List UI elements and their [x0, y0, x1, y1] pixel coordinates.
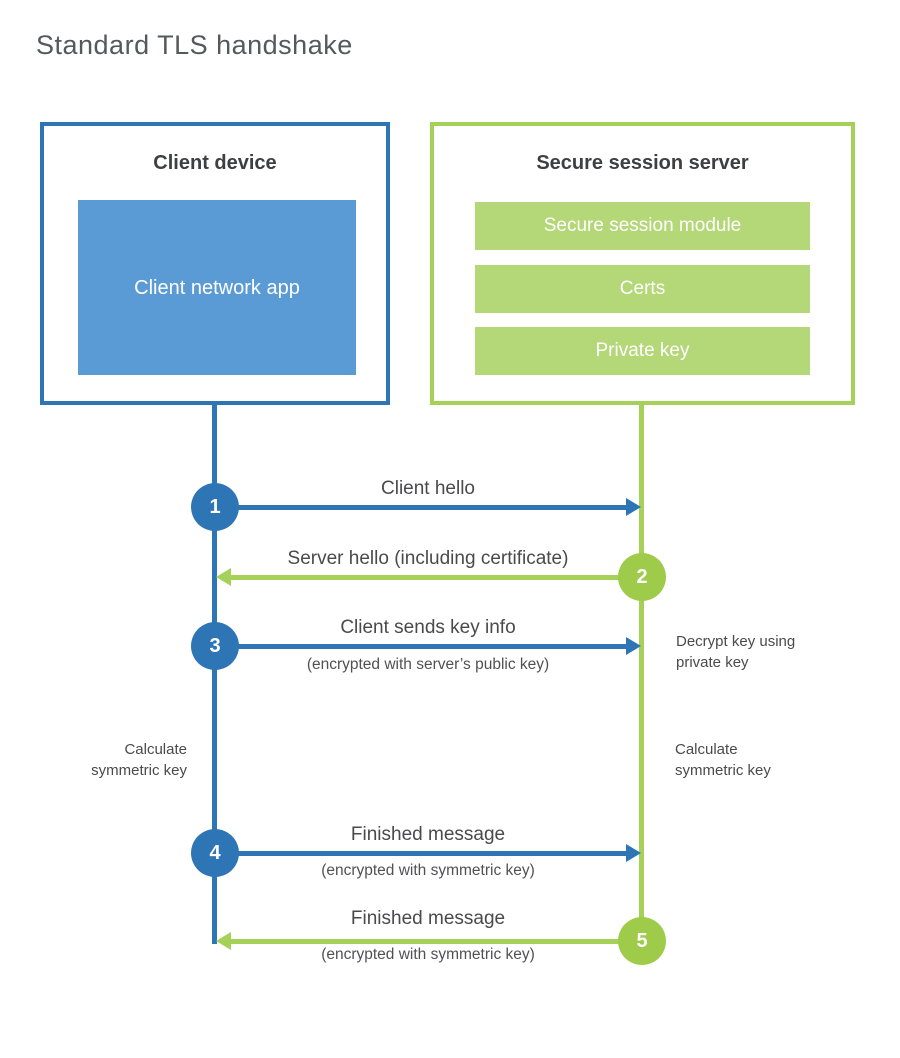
message-label: Finished message: [350, 824, 506, 845]
server-module-bar: Certs: [475, 265, 810, 313]
arrow-line: [215, 851, 627, 856]
step-number: 2: [636, 565, 648, 588]
server-title: Secure session server: [536, 152, 749, 174]
server-module-bar: Secure session module: [475, 202, 810, 250]
arrow-head-right-icon: [626, 637, 641, 655]
message-label: Server hello (including certificate): [287, 548, 569, 569]
message-sublabel: (encrypted with symmetric key): [321, 946, 535, 963]
step-number: 5: [636, 929, 648, 952]
step-circle: 4: [191, 829, 239, 877]
arrow-head-left-icon: [216, 932, 231, 950]
arrow-head-left-icon: [216, 568, 231, 586]
client-network-app-box: Client network app: [78, 200, 356, 375]
arrow-line: [230, 575, 642, 580]
arrow-head-right-icon: [626, 498, 641, 516]
arrow-head-right-icon: [626, 844, 641, 862]
server-module-label: Certs: [619, 278, 666, 299]
message-sublabel: (encrypted with server’s public key): [306, 656, 550, 673]
client-lifeline: [212, 401, 217, 944]
server-box: Secure session server Secure session mod…: [430, 122, 855, 405]
step-number: 3: [209, 634, 221, 657]
step-circle: 1: [191, 483, 239, 531]
message-sublabel: (encrypted with symmetric key): [321, 862, 535, 879]
message-label: Finished message: [350, 908, 506, 929]
step-circle: 2: [618, 553, 666, 601]
client-device-title: Client device: [153, 152, 277, 174]
step-circle: 3: [191, 622, 239, 670]
server-module-bar: Private key: [475, 327, 810, 375]
page-title: Standard TLS handshake: [36, 30, 353, 60]
step-circle: 5: [618, 917, 666, 965]
message-label: Client hello: [381, 478, 475, 499]
step-number: 4: [209, 841, 221, 864]
server-module-label: Secure session module: [543, 215, 742, 236]
step-number: 1: [209, 495, 221, 518]
client-device-box: Client device Client network app: [40, 122, 390, 405]
message-label: Client sends key info: [340, 617, 516, 638]
arrow-line: [215, 505, 627, 510]
note-calculate-symmetric-left: Calculate symmetric key: [91, 741, 187, 779]
note-decrypt-key: Decrypt key using private key: [676, 633, 796, 671]
note-calculate-symmetric-right: Calculate symmetric key: [675, 741, 771, 779]
arrow-line: [230, 939, 642, 944]
server-module-label: Private key: [595, 340, 690, 361]
server-lifeline: [639, 401, 644, 941]
arrow-line: [215, 644, 627, 649]
client-network-app-label: Client network app: [134, 276, 300, 299]
